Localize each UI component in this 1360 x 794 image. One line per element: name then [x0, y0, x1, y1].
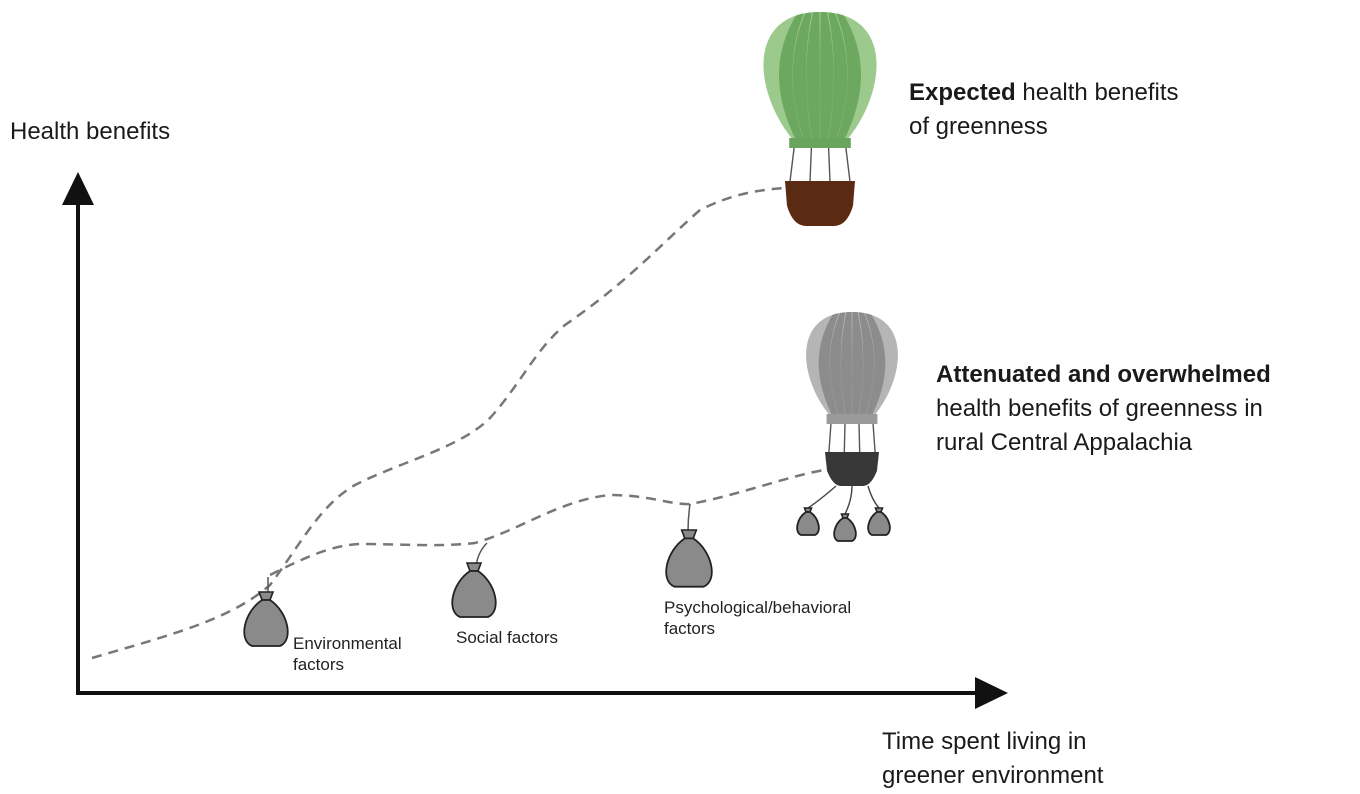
factor-label-social: Social factors — [456, 627, 558, 648]
balloon-envelope — [806, 312, 898, 416]
factor-label-line: Environmental — [293, 634, 402, 653]
x-axis — [76, 677, 1008, 709]
factor-label-line: factors — [664, 619, 716, 638]
weight-bag-icon — [796, 507, 820, 536]
weight-bag-icon — [665, 529, 713, 588]
weight-bag-icon — [243, 591, 289, 647]
balloon-rope — [843, 423, 846, 453]
attenuated-line-3: rural Central Appalachia — [936, 429, 1193, 456]
hanging-rope — [867, 485, 880, 509]
hanging-rope — [844, 485, 853, 515]
factor-label-line: Psychological/behavioral — [664, 598, 852, 617]
factor-label-line: factors — [293, 655, 345, 674]
weight-bags — [243, 529, 713, 647]
y-axis-arrowhead — [62, 172, 94, 205]
attenuated-title-bold: Attenuated and overwhelmed — [936, 361, 1271, 388]
weight-bag-icon — [451, 562, 497, 618]
balloon-stripe — [792, 12, 812, 140]
factor-label-line: Social factors — [456, 628, 559, 647]
y-axis — [62, 172, 94, 695]
expected-line-2: of greenness — [909, 113, 1048, 140]
balloon-rope — [828, 423, 832, 453]
y-axis-label: Health benefits — [10, 118, 171, 145]
balloon-basket — [785, 181, 855, 226]
expected-benefits-curve — [91, 186, 786, 660]
balloon-stripe — [835, 12, 862, 140]
balloon-band — [789, 138, 851, 148]
x-axis-label-line-2: greener environment — [882, 762, 1104, 789]
balloon-basket — [825, 452, 879, 486]
balloon-stripe — [828, 12, 848, 140]
balloon-stripe — [806, 12, 820, 140]
balloon-rope — [809, 147, 813, 182]
hanging-rope — [807, 485, 837, 509]
weight-bag-icon — [833, 513, 857, 542]
balloon-stripe — [864, 312, 886, 416]
expected-title-bold: Expected — [909, 79, 1016, 106]
factor-label-environmental: Environmental factors — [293, 633, 402, 675]
weight-bag-icon — [867, 507, 891, 536]
balloon-rope — [827, 147, 831, 182]
attenuated-callout: Attenuated and overwhelmed health benefi… — [936, 358, 1271, 460]
attenuated-line-2: health benefits of greenness in — [936, 395, 1263, 422]
balloon-stripe — [778, 12, 805, 140]
balloon-stripe — [818, 312, 840, 416]
x-axis-arrowhead — [975, 677, 1008, 709]
expected-balloon-icon — [763, 12, 877, 226]
balloon-stripe — [852, 312, 864, 416]
balloon-stripe — [829, 312, 846, 416]
balloon-rope — [845, 147, 851, 182]
balloon-rope — [872, 423, 876, 453]
balloon-band — [826, 414, 878, 424]
balloon-envelope — [763, 12, 877, 140]
x-axis-label-line-1: Time spent living in — [882, 728, 1087, 755]
balloon-stripe — [858, 312, 875, 416]
balloon-rope — [858, 423, 861, 453]
x-axis-label: Time spent living in greener environment — [882, 725, 1103, 793]
attenuated-balloon-icon — [796, 312, 898, 542]
balloon-stripe — [820, 12, 834, 140]
expected-callout: Expected health benefits of greenness — [909, 76, 1179, 144]
attenuated-benefits-curve — [269, 467, 831, 577]
factor-label-psychological: Psychological/behavioral factors — [664, 597, 851, 639]
expected-title-rest: health benefits — [1015, 79, 1179, 106]
balloon-stripe — [840, 312, 852, 416]
balloon-rope — [789, 147, 795, 182]
